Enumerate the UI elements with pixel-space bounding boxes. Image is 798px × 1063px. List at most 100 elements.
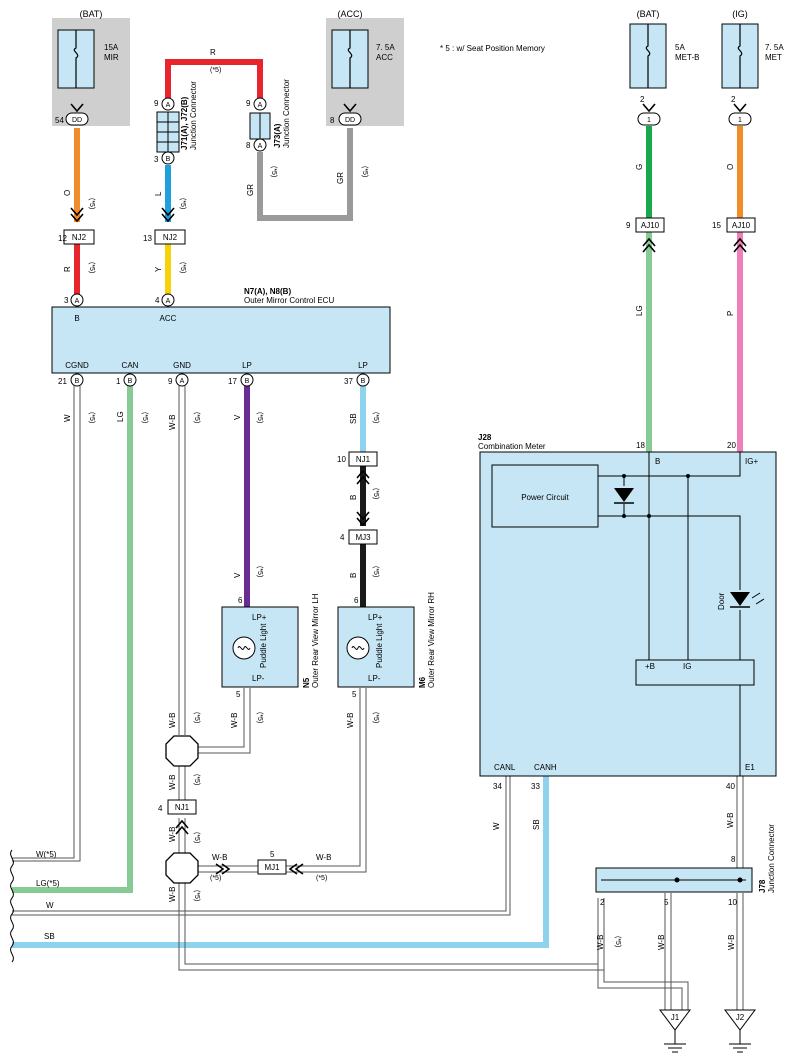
- svg-text:LG(*5): LG(*5): [36, 879, 60, 888]
- svg-text:5: 5: [664, 898, 669, 907]
- svg-text:9: 9: [154, 99, 159, 108]
- svg-text:W-B: W-B: [726, 813, 735, 828]
- svg-text:LP-: LP-: [368, 674, 381, 683]
- svg-text:GR: GR: [336, 172, 345, 184]
- svg-text:AJ10: AJ10: [641, 221, 660, 230]
- svg-text:A: A: [180, 378, 185, 385]
- svg-text:9: 9: [246, 99, 251, 108]
- svg-text:O: O: [63, 190, 72, 196]
- svg-text:G: G: [635, 164, 644, 170]
- svg-text:P: P: [726, 311, 735, 316]
- svg-text:(*5): (*5): [256, 566, 263, 577]
- svg-text:(*5): (*5): [210, 67, 221, 74]
- svg-text:9: 9: [626, 221, 631, 230]
- svg-text:(*5): (*5): [179, 262, 186, 273]
- junction-connector-j73: J73(A) Junction Connector: [249, 79, 291, 148]
- svg-text:33: 33: [531, 782, 540, 791]
- svg-text:3: 3: [154, 155, 159, 164]
- svg-text:(*5): (*5): [372, 566, 379, 577]
- svg-text:W: W: [63, 414, 72, 422]
- svg-text:5: 5: [352, 690, 357, 699]
- svg-text:DD: DD: [72, 117, 82, 124]
- fuse-icon: [73, 30, 79, 88]
- svg-text:LP: LP: [242, 361, 252, 370]
- svg-text:NJ2: NJ2: [163, 233, 178, 242]
- svg-text:LP: LP: [358, 361, 368, 370]
- svg-text:SB: SB: [349, 413, 358, 424]
- fuse-source: (IG): [732, 9, 748, 19]
- svg-text:B: B: [75, 378, 80, 385]
- svg-text:(*5): (*5): [316, 875, 327, 882]
- svg-text:(*5): (*5): [88, 198, 95, 209]
- svg-text:W-B: W-B: [168, 415, 177, 430]
- fuse-icon: [347, 30, 353, 88]
- svg-text:LG: LG: [635, 305, 644, 316]
- ground-j1: J1: [659, 1009, 691, 1053]
- svg-text:(*5): (*5): [256, 412, 263, 423]
- svg-text:(*5): (*5): [270, 166, 277, 177]
- svg-text:IG+: IG+: [745, 457, 758, 466]
- svg-text:1: 1: [738, 117, 742, 124]
- svg-text:Junction Connector: Junction Connector: [189, 81, 198, 150]
- svg-text:J1: J1: [671, 1013, 680, 1022]
- svg-text:W-B: W-B: [168, 827, 177, 842]
- svg-text:(*5): (*5): [372, 488, 379, 499]
- svg-text:CANH: CANH: [534, 763, 557, 772]
- svg-text:B: B: [166, 156, 171, 163]
- svg-text:40: 40: [726, 782, 735, 791]
- svg-text:J71(A), J72(B): J71(A), J72(B): [180, 96, 189, 150]
- break-symbol: [10, 849, 14, 963]
- svg-text:(*5): (*5): [179, 198, 186, 209]
- wire-gr: [257, 128, 353, 221]
- svg-text:LP+: LP+: [368, 613, 383, 622]
- svg-text:B: B: [361, 378, 366, 385]
- svg-text:B: B: [74, 314, 79, 323]
- svg-text:(*5): (*5): [256, 712, 263, 723]
- svg-text:J2: J2: [736, 1013, 745, 1022]
- fuse-source: (ACC): [338, 9, 363, 19]
- svg-text:Puddle Light: Puddle Light: [375, 623, 384, 668]
- ground-icon: [729, 1030, 751, 1053]
- fuse-icon: [737, 24, 743, 88]
- svg-text:A: A: [166, 298, 171, 305]
- svg-text:R: R: [63, 266, 72, 272]
- svg-text:Door: Door: [717, 592, 726, 610]
- svg-text:W: W: [46, 901, 54, 910]
- svg-text:Power Circuit: Power Circuit: [521, 493, 569, 502]
- fuse-source: (BAT): [80, 9, 103, 19]
- svg-text:54: 54: [55, 116, 64, 125]
- fuse-acc: (ACC) 7. 5A ACC: [326, 9, 404, 126]
- svg-text:J28: J28: [478, 433, 492, 442]
- svg-text:4: 4: [155, 296, 160, 305]
- svg-text:NJ1: NJ1: [175, 803, 190, 812]
- svg-text:W-B: W-B: [727, 935, 736, 950]
- connector-boxes: [63, 217, 756, 875]
- svg-text:W-B: W-B: [168, 775, 177, 790]
- svg-text:L: L: [154, 191, 163, 196]
- junction-connector-j71: J71(A), J72(B) Junction Connector: [156, 81, 198, 153]
- svg-text:W(*5): W(*5): [36, 850, 57, 859]
- svg-text:17: 17: [228, 377, 237, 386]
- svg-text:37: 37: [344, 377, 353, 386]
- option-marks: (*5) (*5) (*5) (*5) (*5) (*5) (*5) (*5) …: [88, 67, 621, 947]
- svg-text:W-B: W-B: [168, 713, 177, 728]
- svg-text:Puddle Light: Puddle Light: [259, 623, 268, 668]
- svg-text:DD: DD: [345, 117, 355, 124]
- svg-text:ACC: ACC: [160, 314, 177, 323]
- left-labels: W(*5) LG(*5) W SB: [36, 850, 60, 941]
- svg-text:SB: SB: [44, 932, 55, 941]
- svg-text:9: 9: [168, 377, 173, 386]
- fuse-name: ACC: [376, 53, 393, 62]
- svg-text:NJ1: NJ1: [356, 455, 371, 464]
- svg-text:W-B: W-B: [230, 713, 239, 728]
- fuse-amp: 15A: [104, 43, 119, 52]
- svg-text:B: B: [128, 378, 133, 385]
- svg-text:GND: GND: [173, 361, 191, 370]
- svg-text:5: 5: [236, 690, 241, 699]
- svg-text:Outer Mirror Control ECU: Outer Mirror Control ECU: [244, 296, 334, 305]
- white-wires: [12, 386, 744, 1010]
- mirror-lh: LP+ LP- Puddle Light N5 Outer Rear View …: [221, 593, 320, 688]
- pin-letters: DD DD A B A A A A B B A B B 1 1: [72, 102, 742, 385]
- svg-text:(*5): (*5): [88, 412, 95, 423]
- svg-text:15: 15: [712, 221, 721, 230]
